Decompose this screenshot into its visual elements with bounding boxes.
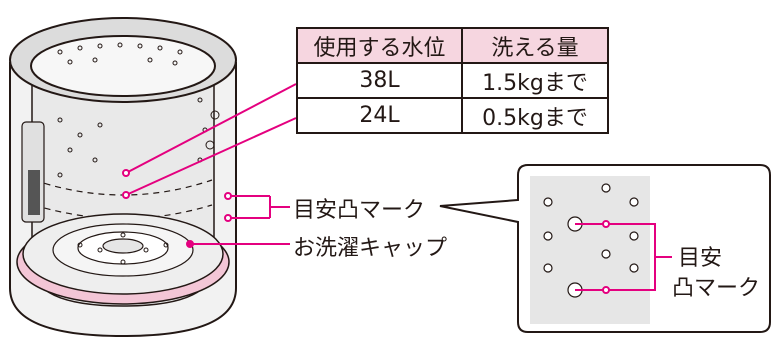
cell-capacity: 0.5kgまで <box>461 97 609 134</box>
cap-label: お洗濯キャップ <box>293 236 448 261</box>
cell-water-level: 24L <box>296 97 463 134</box>
mark-label: 目安凸マーク <box>293 198 426 223</box>
col-header-water-level: 使用する水位 <box>296 27 463 64</box>
table-row: 24L 0.5kgまで <box>296 97 609 134</box>
cap-leader <box>186 240 290 248</box>
col-header-capacity: 洗える量 <box>461 27 609 64</box>
mark-bracket <box>224 192 290 222</box>
detail-holes <box>543 183 639 298</box>
table-header-row: 使用する水位 洗える量 <box>296 27 609 64</box>
capacity-table: 使用する水位 洗える量 38L 1.5kgまで 24L 0.5kgまで <box>296 27 609 134</box>
table-row: 38L 1.5kgまで <box>296 62 609 99</box>
detail-label-line1: 目安 <box>678 246 723 271</box>
detail-label-line2: 凸マーク <box>672 276 761 301</box>
detail-leaders <box>575 220 672 294</box>
drum-perforations <box>57 42 220 265</box>
washer-drum <box>9 17 237 338</box>
cell-water-level: 38L <box>296 62 463 99</box>
cell-capacity: 1.5kgまで <box>461 62 609 99</box>
water-level-leaders <box>122 83 297 199</box>
